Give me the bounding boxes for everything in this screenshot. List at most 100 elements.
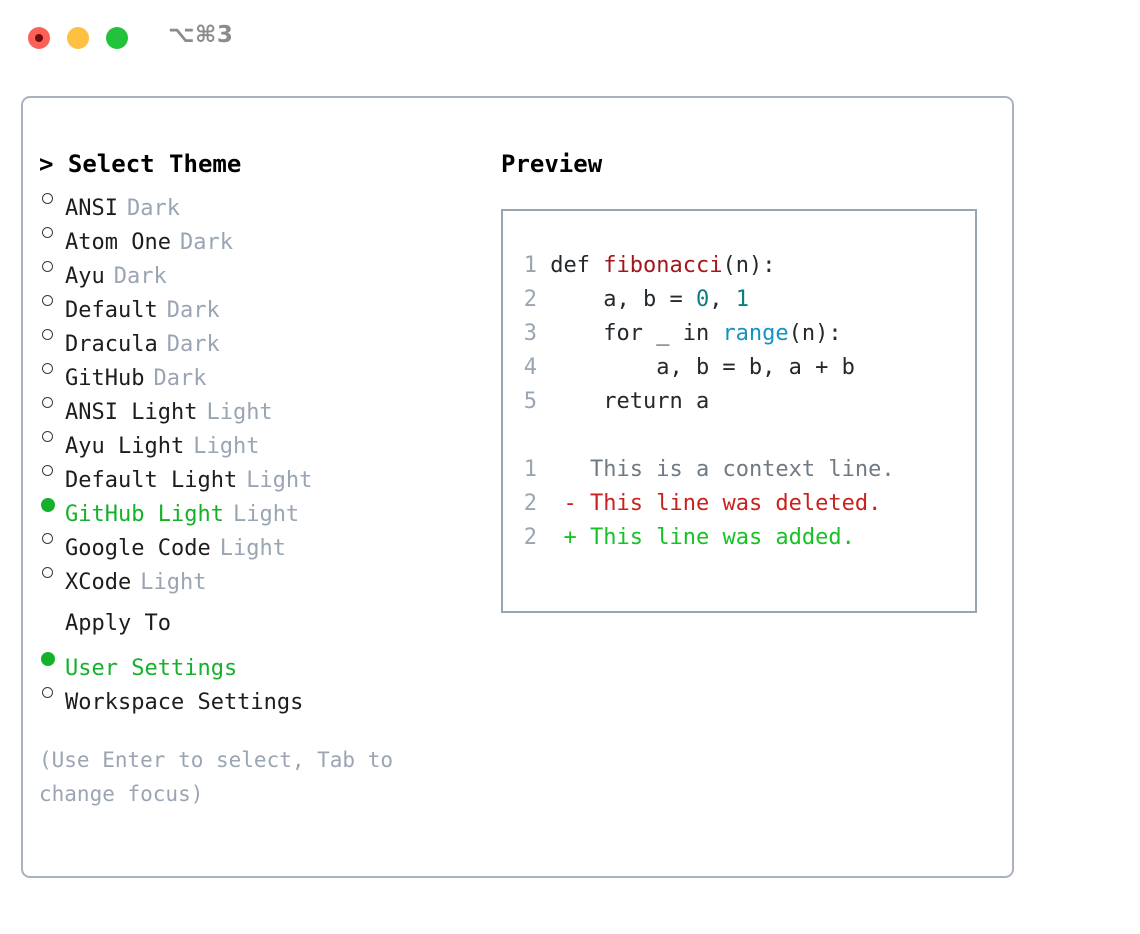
theme-list-item[interactable]: Default Dark xyxy=(39,283,479,323)
code-token: (n): xyxy=(722,253,776,278)
theme-name: Ayu xyxy=(65,264,105,289)
maximize-button[interactable] xyxy=(106,27,128,49)
theme-name: Default xyxy=(65,298,158,323)
theme-picker-header: > Select Theme xyxy=(39,150,242,178)
diff-marker: - xyxy=(563,491,577,516)
apply-to-option[interactable]: Workspace Settings xyxy=(39,675,479,715)
code-token: a, b = b, a + b xyxy=(550,355,855,380)
line-number: 3 xyxy=(523,321,537,346)
theme-list-item[interactable]: ANSI Dark xyxy=(39,181,479,221)
keyboard-shortcut-label: ⌥⌘3 xyxy=(168,22,234,48)
diff-marker xyxy=(564,457,577,482)
theme-kind-badge: Dark xyxy=(153,366,207,391)
radio-unselected-icon[interactable] xyxy=(39,385,65,419)
close-button[interactable] xyxy=(28,27,50,49)
apply-to-label: Workspace Settings xyxy=(65,690,304,715)
preview-pane: Preview 1 def fibonacci(n):2 a, b = 0, 1… xyxy=(501,147,1001,613)
diff-text: This line was added. xyxy=(590,525,855,550)
apply-to-label: User Settings xyxy=(65,656,238,681)
code-token: 1 xyxy=(735,287,749,312)
preview-title: Preview xyxy=(501,150,603,178)
theme-kind-badge: Dark xyxy=(166,298,220,323)
theme-list-item[interactable]: GitHub Light Light xyxy=(39,487,479,527)
theme-kind-badge: Light xyxy=(219,536,286,561)
theme-kind-badge: Dark xyxy=(166,332,220,357)
radio-selected-icon[interactable] xyxy=(39,487,65,521)
code-line: 3 for _ in range(n): xyxy=(515,317,969,351)
theme-kind-badge: Light xyxy=(193,434,260,459)
theme-list-item[interactable]: Google Code Light xyxy=(39,521,479,561)
code-token: (n): xyxy=(788,321,842,346)
line-number: 4 xyxy=(523,355,537,380)
diff-line: 2 + This line was added. xyxy=(515,521,969,555)
diff-sample: 1 This is a context line.2 - This line w… xyxy=(515,453,969,555)
code-token: def xyxy=(550,253,604,278)
theme-name: Default Light xyxy=(65,468,238,493)
keyboard-hint-text: (Use Enter to select, Tab to change focu… xyxy=(39,748,394,806)
theme-name: Atom One xyxy=(65,230,171,255)
diff-line: 1 This is a context line. xyxy=(515,453,969,487)
theme-name: ANSI xyxy=(65,196,118,221)
theme-name: ANSI Light xyxy=(65,400,198,425)
apply-to-option[interactable]: User Settings xyxy=(39,641,479,681)
theme-kind-badge: Dark xyxy=(179,230,233,255)
window-controls xyxy=(28,27,128,49)
code-line: 1 def fibonacci(n): xyxy=(515,249,969,283)
theme-name: Dracula xyxy=(65,332,158,357)
code-line: 4 a, b = b, a + b xyxy=(515,351,969,385)
radio-unselected-icon[interactable] xyxy=(39,283,65,317)
theme-list-item[interactable]: Default Light Light xyxy=(39,453,479,493)
theme-list-item[interactable]: Atom One Dark xyxy=(39,215,479,255)
code-token: a, b = xyxy=(550,287,696,312)
radio-unselected-icon[interactable] xyxy=(39,555,65,589)
radio-unselected-icon[interactable] xyxy=(39,675,65,709)
radio-unselected-icon[interactable] xyxy=(39,453,65,487)
theme-kind-badge: Light xyxy=(140,570,207,595)
diff-line-number: 1 xyxy=(523,457,537,482)
radio-unselected-icon[interactable] xyxy=(39,181,65,215)
diff-marker: + xyxy=(563,525,577,550)
theme-kind-badge: Light xyxy=(232,502,300,527)
radio-selected-icon[interactable] xyxy=(39,641,65,675)
apply-to-header: Apply To xyxy=(65,611,171,636)
radio-unselected-icon[interactable] xyxy=(39,521,65,555)
radio-unselected-icon[interactable] xyxy=(39,317,65,351)
theme-kind-badge: Light xyxy=(206,400,273,425)
diff-text: This line was deleted. xyxy=(590,491,882,516)
code-line: 5 return a xyxy=(515,385,969,419)
theme-name: Google Code xyxy=(65,536,211,561)
theme-name: GitHub Light xyxy=(65,502,224,527)
code-token: return a xyxy=(550,389,710,414)
theme-kind-badge: Dark xyxy=(126,196,180,221)
radio-unselected-icon[interactable] xyxy=(39,249,65,283)
radio-unselected-icon[interactable] xyxy=(39,419,65,453)
diff-line: 2 - This line was deleted. xyxy=(515,487,969,521)
title-bar: ⌥⌘3 xyxy=(0,0,1140,78)
code-token: , xyxy=(709,287,736,312)
theme-kind-badge: Light xyxy=(246,468,313,493)
minimize-button[interactable] xyxy=(67,27,89,49)
radio-unselected-icon[interactable] xyxy=(39,215,65,249)
theme-list-item[interactable]: ANSI Light Light xyxy=(39,385,479,425)
diff-line-number: 2 xyxy=(523,491,537,516)
radio-unselected-icon[interactable] xyxy=(39,351,65,385)
code-token: fibonacci xyxy=(603,253,723,278)
code-token: range xyxy=(722,321,789,346)
code-token: 0 xyxy=(695,287,710,312)
line-number: 5 xyxy=(523,389,537,414)
line-number: 2 xyxy=(523,287,537,312)
line-number: 1 xyxy=(523,253,537,278)
diff-text: This is a context line. xyxy=(590,457,895,482)
theme-list-item[interactable]: Dracula Dark xyxy=(39,317,479,357)
